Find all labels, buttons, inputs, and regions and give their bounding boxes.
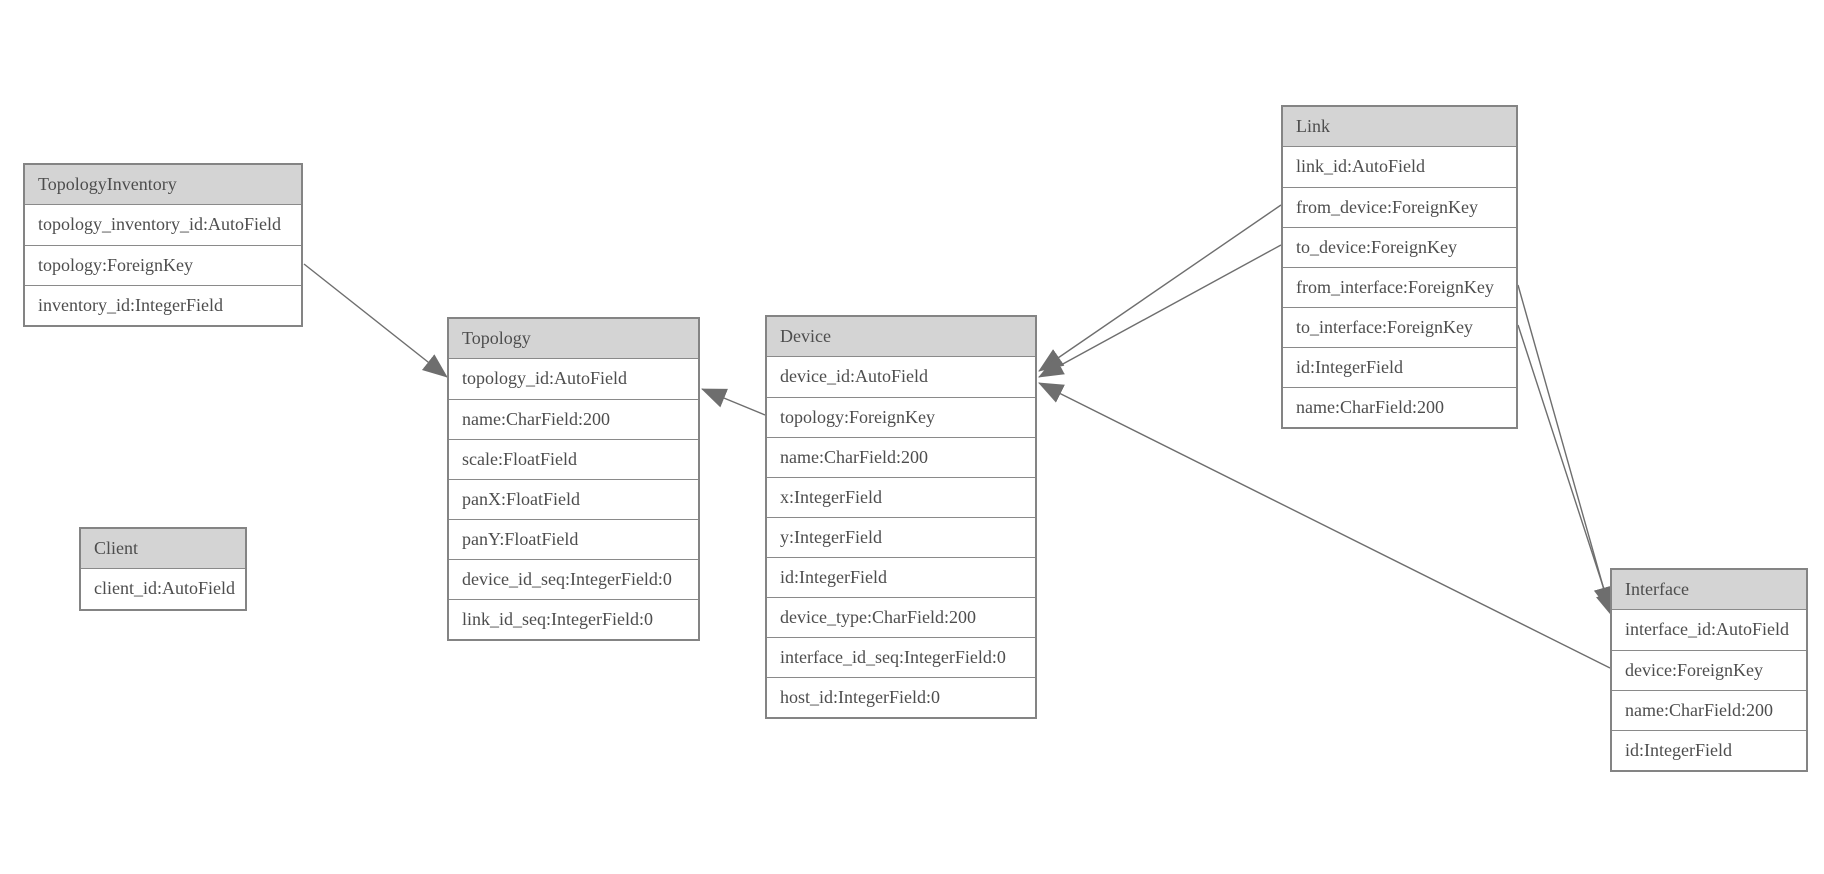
- field-row: topology:ForeignKey: [25, 245, 301, 285]
- entity-interface-header: Interface: [1612, 570, 1806, 610]
- relationship-TopologyInventory.topology-to-Topology: [303, 263, 448, 378]
- field-row: panY:FloatField: [449, 519, 698, 559]
- relationship-Link.from_device-to-Device: [1038, 204, 1282, 372]
- field-row: to_device:ForeignKey: [1283, 227, 1516, 267]
- field-row: name:CharField:200: [449, 399, 698, 439]
- field-row: device:ForeignKey: [1612, 650, 1806, 690]
- field-row: interface_id_seq:IntegerField:0: [767, 637, 1035, 677]
- field-row: id:IntegerField: [767, 557, 1035, 597]
- field-row: x:IntegerField: [767, 477, 1035, 517]
- entity-topology[interactable]: Topology topology_id:AutoField name:Char…: [447, 317, 700, 641]
- relationship-Link.to_device-to-Device: [1038, 244, 1282, 378]
- field-row: name:CharField:200: [1283, 387, 1516, 427]
- field-row: topology_id:AutoField: [449, 359, 698, 399]
- entity-device[interactable]: Device device_id:AutoField topology:Fore…: [765, 315, 1037, 719]
- field-row: scale:FloatField: [449, 439, 698, 479]
- entity-link-header: Link: [1283, 107, 1516, 147]
- relationship-Link.to_interface-to-Interface: [1517, 324, 1616, 618]
- field-row: to_interface:ForeignKey: [1283, 307, 1516, 347]
- entity-topologyinventory-header: TopologyInventory: [25, 165, 301, 205]
- entity-client[interactable]: Client client_id:AutoField: [79, 527, 247, 611]
- field-row: name:CharField:200: [767, 437, 1035, 477]
- field-row: topology_inventory_id:AutoField: [25, 205, 301, 245]
- field-row: link_id_seq:IntegerField:0: [449, 599, 698, 639]
- field-row: client_id:AutoField: [81, 569, 245, 609]
- field-row: topology:ForeignKey: [767, 397, 1035, 437]
- field-row: panX:FloatField: [449, 479, 698, 519]
- entity-client-header: Client: [81, 529, 245, 569]
- field-row: id:IntegerField: [1283, 347, 1516, 387]
- entity-link[interactable]: Link link_id:AutoField from_device:Forei…: [1281, 105, 1518, 429]
- field-row: from_device:ForeignKey: [1283, 187, 1516, 227]
- field-row: device_type:CharField:200: [767, 597, 1035, 637]
- field-row: id:IntegerField: [1612, 730, 1806, 770]
- field-row: from_interface:ForeignKey: [1283, 267, 1516, 307]
- field-row: y:IntegerField: [767, 517, 1035, 557]
- entity-device-header: Device: [767, 317, 1035, 357]
- entity-topologyinventory[interactable]: TopologyInventory topology_inventory_id:…: [23, 163, 303, 327]
- field-row: device_id_seq:IntegerField:0: [449, 559, 698, 599]
- field-row: interface_id:AutoField: [1612, 610, 1806, 650]
- field-row: name:CharField:200: [1612, 690, 1806, 730]
- relationship-Device.topology-to-Topology: [701, 388, 766, 416]
- relationship-Link.from_interface-to-Interface: [1517, 284, 1614, 612]
- field-row: device_id:AutoField: [767, 357, 1035, 397]
- entity-topology-header: Topology: [449, 319, 698, 359]
- field-row: inventory_id:IntegerField: [25, 285, 301, 325]
- field-row: host_id:IntegerField:0: [767, 677, 1035, 717]
- entity-interface[interactable]: Interface interface_id:AutoField device:…: [1610, 568, 1808, 772]
- field-row: link_id:AutoField: [1283, 147, 1516, 187]
